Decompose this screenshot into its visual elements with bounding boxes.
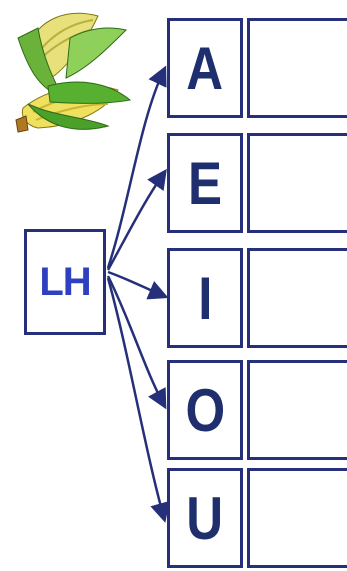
answer-box-a <box>247 18 347 118</box>
letter-box-e: E <box>167 133 243 233</box>
answer-box-i <box>247 248 347 348</box>
vowel-row-u: U <box>167 468 347 568</box>
vowel-row-i: I <box>167 248 347 348</box>
letter-box-u: U <box>167 468 243 568</box>
arrow-to-a <box>108 70 164 268</box>
answer-box-e <box>247 133 347 233</box>
source-box: LH <box>24 229 106 335</box>
arrow-to-o <box>108 276 164 405</box>
answer-box-o <box>247 360 347 460</box>
answer-box-u <box>247 468 347 568</box>
letter-u: U <box>187 484 224 553</box>
letter-e: E <box>188 149 222 218</box>
letter-a: A <box>187 34 224 103</box>
letter-box-o: O <box>167 360 243 460</box>
letter-box-a: A <box>167 18 243 118</box>
letter-i: I <box>198 264 212 333</box>
arrow-to-e <box>108 173 164 270</box>
vowel-row-a: A <box>167 18 347 118</box>
vowel-row-o: O <box>167 360 347 460</box>
source-label: LH <box>39 260 90 305</box>
letter-o: O <box>185 376 225 445</box>
vowel-row-e: E <box>167 133 347 233</box>
arrow-to-u <box>108 278 164 518</box>
letter-box-i: I <box>167 248 243 348</box>
